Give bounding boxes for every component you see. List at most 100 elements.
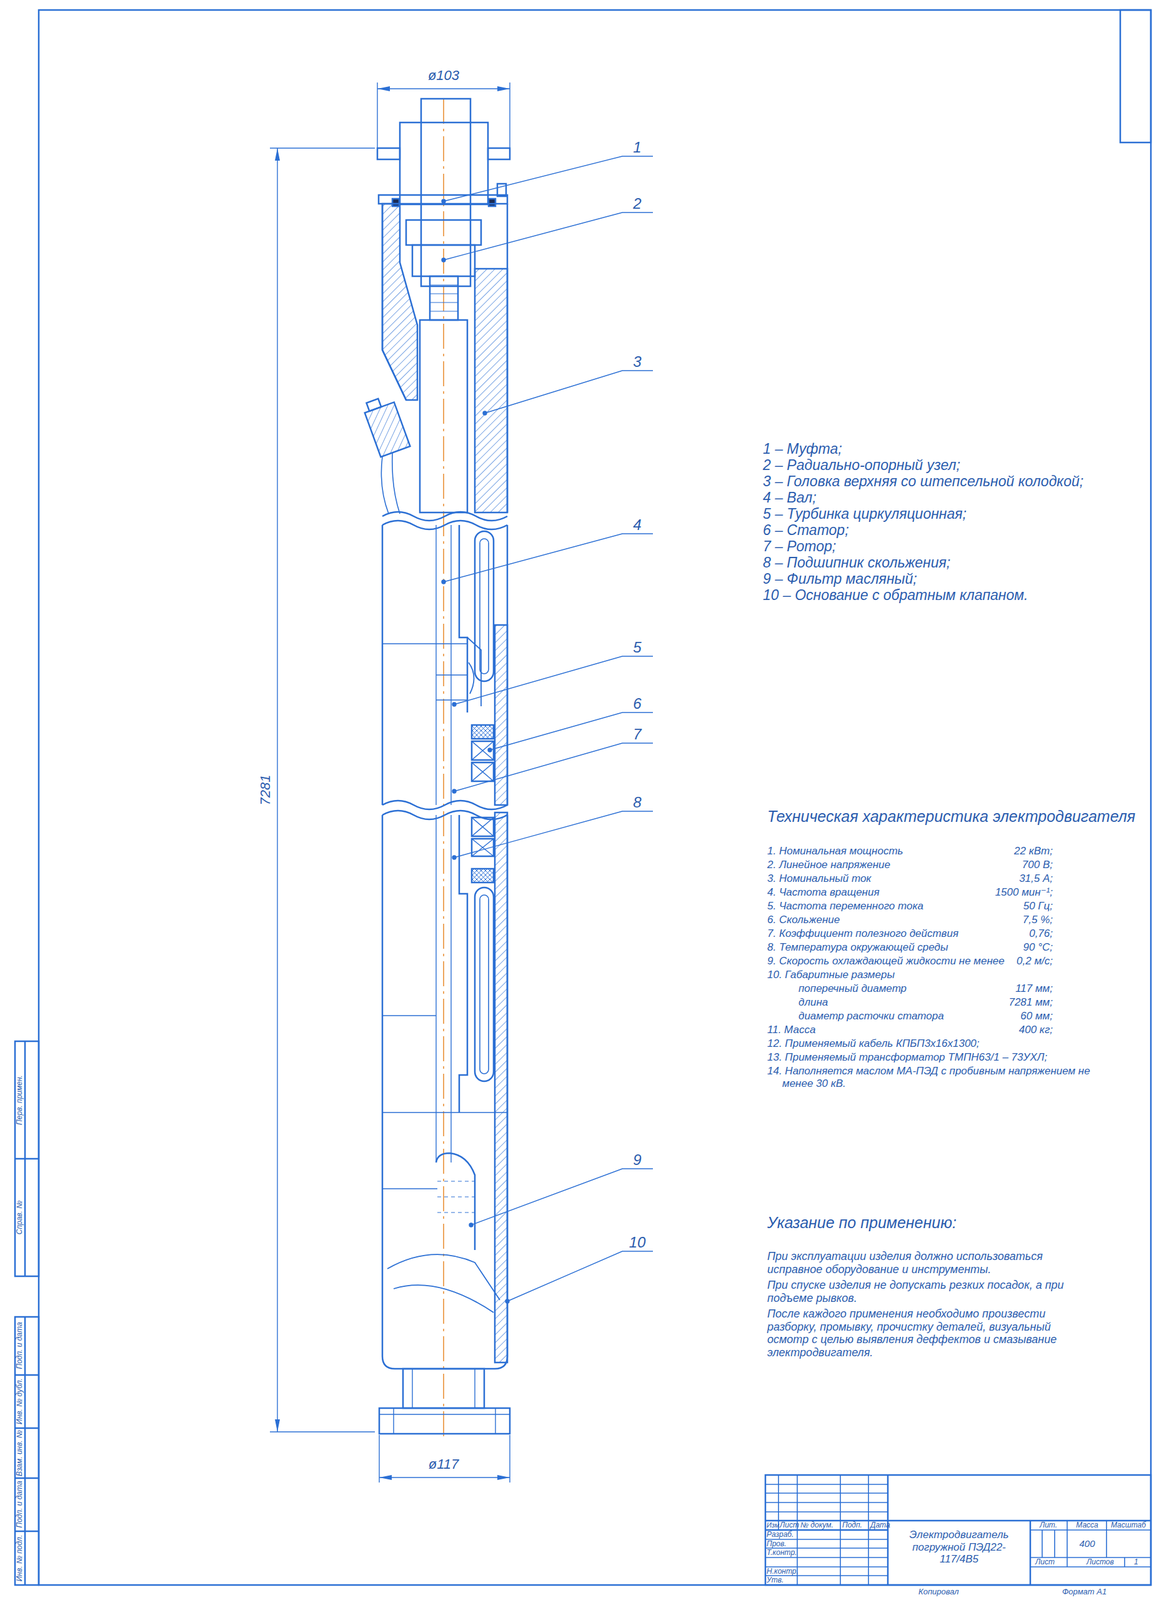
title-block-cell: Подп.	[842, 1520, 863, 1530]
callout-number: 1	[632, 138, 642, 157]
motor-section-part	[381, 524, 384, 805]
motor-section-part	[471, 868, 494, 883]
callout-number: 10	[629, 1233, 647, 1251]
sheet-frame-part	[38, 9, 1151, 1585]
motor-section-part	[450, 524, 452, 805]
motor-section-part	[474, 887, 494, 1081]
motor-section-part	[471, 762, 494, 781]
motor-section-part	[382, 203, 418, 400]
spec-item: 14. Наполняется маслом МА-ПЭД с пробивны…	[767, 1064, 1108, 1090]
spec-value: 60 мм;	[1020, 1009, 1053, 1023]
dimension-lines-part	[497, 86, 510, 92]
parts-list-item: 1 – Муфта;	[762, 440, 843, 457]
leader-lines-part	[469, 1222, 473, 1227]
parts-list-item: 9 – Фильтр масляный;	[762, 570, 918, 587]
title-block-grid-part	[867, 1474, 870, 1585]
leader-lines-part	[443, 156, 653, 202]
leader-lines-part	[489, 712, 653, 750]
stamp-cell: Справ. №	[15, 1200, 25, 1235]
parts-list-item: 4 – Вал;	[762, 489, 817, 506]
spec-value: 400 кг;	[1019, 1023, 1053, 1036]
leader-lines-part	[452, 702, 457, 707]
title-block-grid	[765, 1474, 1151, 1585]
title-block-grid-part	[839, 1474, 841, 1585]
spec-value: 90 °С;	[1023, 940, 1053, 954]
stamp-cell: Подп. и дата	[15, 1321, 25, 1369]
motor-section-part	[421, 98, 471, 287]
note-text: После каждого применения необходимо прои…	[767, 1307, 1086, 1359]
motor-section-part	[487, 148, 510, 160]
dimension-lines-part	[509, 1434, 510, 1483]
motor-section-part	[429, 284, 458, 312]
callout-number: 9	[632, 1150, 642, 1169]
sheet-frame	[14, 9, 1151, 1585]
leader-lines-part	[505, 1298, 510, 1303]
spec-value: 0,2 м/с;	[1016, 954, 1053, 968]
dimension-lines-part	[274, 148, 280, 161]
callout-number: 2	[632, 194, 642, 213]
title-block-grid-part	[1066, 1520, 1068, 1567]
sheet-frame-part	[14, 1157, 39, 1160]
stamp-cell: Инв. № подл.	[15, 1534, 25, 1581]
title-block-cell: Пров.	[766, 1539, 787, 1549]
motor-section-part	[471, 741, 494, 760]
drawing-title: Электродвигатель погружной ПЭД22-117/4В5	[893, 1528, 1025, 1566]
dimension-lines-part	[377, 86, 390, 92]
motor-section-part	[471, 817, 494, 836]
motor-section-part	[479, 894, 489, 1074]
leader-lines-part	[452, 855, 457, 860]
spec-value: 1500 мин⁻¹;	[995, 885, 1053, 899]
callout-number: 5	[632, 638, 642, 657]
motor-section-part	[435, 814, 437, 1163]
spec-item: 10. Габаритные размеры	[767, 968, 895, 981]
dimension-lines-part	[276, 148, 278, 1432]
motor-section-part	[471, 724, 494, 739]
parts-list-item: 6 – Статор;	[762, 521, 850, 538]
motor-section-part	[382, 800, 508, 810]
title-block-grid-part	[765, 1474, 1151, 1585]
title-block-grid-part	[765, 1483, 888, 1485]
leader-lines-part	[507, 1250, 653, 1301]
motor-section-part	[419, 319, 468, 513]
stamp-cell: Подп. и дата	[15, 1480, 25, 1528]
spec-value: 700 В;	[1022, 858, 1053, 871]
dimension-text: ø103	[427, 67, 460, 84]
spec-value: 22 кВт;	[1014, 844, 1053, 858]
motor-section-part	[382, 520, 508, 530]
leader-lines	[441, 156, 653, 1303]
spec-item: 3. Номинальный ток	[767, 872, 871, 885]
note-text: При эксплуатации изделия должно использо…	[767, 1249, 1086, 1276]
dimension-text: 7281	[257, 774, 274, 806]
title-block-grid-part	[1124, 1556, 1126, 1567]
title-block-cell: Т.контр.	[766, 1548, 797, 1557]
sheet-frame-part	[1120, 9, 1151, 143]
sheet-frame-part	[14, 1427, 39, 1429]
motor-section-part	[378, 194, 508, 204]
spec-value: 7281 мм;	[1008, 995, 1053, 1009]
motor-section-part	[436, 1152, 475, 1250]
motor-section-part	[382, 511, 508, 521]
spec-item: 12. Применяемый кабель КПБП3х16х1300;	[767, 1037, 980, 1050]
motor-section-part	[399, 122, 488, 205]
spec-item: 2. Линейное напряжение	[767, 858, 891, 871]
stamp-cell: Инв. № дубл.	[15, 1377, 25, 1424]
motor-section-part	[442, 98, 445, 1439]
motor-section-part	[435, 524, 437, 805]
motor-section-part	[382, 1015, 508, 1189]
section-heading: Указание по применению:	[767, 1213, 957, 1232]
motor-section-part	[412, 1368, 475, 1408]
motor-section-part	[387, 1253, 500, 1313]
spec-item: 8. Температура окружающей среды	[767, 940, 949, 954]
title-block-cell: Лист	[779, 1520, 800, 1530]
motor-section-part	[471, 762, 494, 781]
title-block-grid-part	[1041, 1529, 1043, 1557]
title-block-cell: Листов	[1086, 1557, 1115, 1567]
dimension-lines-part	[379, 1476, 510, 1478]
title-block-cell: № докум.	[800, 1520, 834, 1530]
parts-list-item: 10 – Основание с обратным клапаном.	[762, 586, 1028, 603]
leader-lines-part	[441, 258, 446, 262]
title-block-cell: Масса	[1075, 1520, 1098, 1530]
leader-lines-part	[482, 411, 487, 415]
spec-item: поперечный диаметр	[798, 982, 907, 995]
